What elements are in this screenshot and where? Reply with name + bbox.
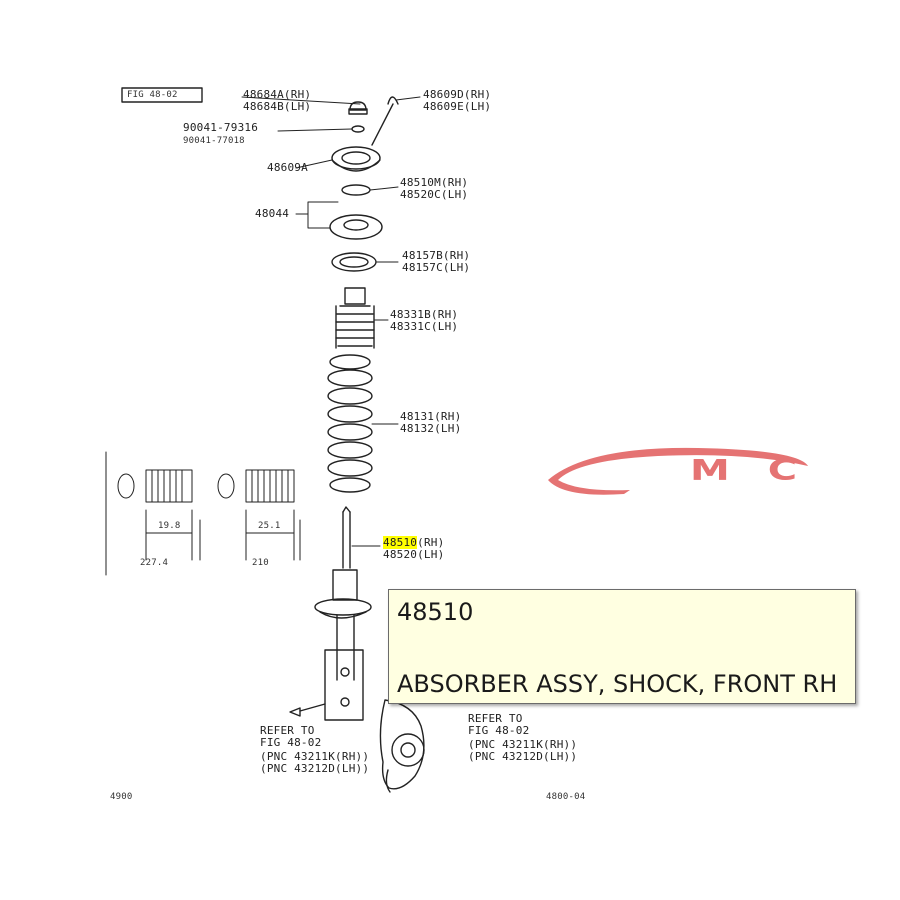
callout-48510-suffix: (RH) [417, 536, 445, 549]
bolt [289, 707, 301, 717]
small-washer [351, 125, 365, 133]
refer-left-3[interactable]: (PNC 43211K(RH)) [260, 750, 370, 763]
spring-insulator [331, 252, 377, 272]
callout-90041-b[interactable]: 90041-77018 [183, 136, 245, 146]
coil-spring [327, 354, 373, 493]
callout-48132[interactable]: 48132(LH) [400, 422, 462, 435]
refer-right-4[interactable]: (PNC 43212D(LH)) [468, 750, 578, 763]
upper-spring-seat [329, 214, 383, 240]
bump-stopper-inset [105, 451, 301, 576]
refer-right-2[interactable]: FIG 48-02 [468, 724, 530, 737]
callout-48684b[interactable]: 48684B(LH) [243, 100, 312, 113]
callout-48157c[interactable]: 48157C(LH) [402, 261, 471, 274]
inset-left-dim-a: 19.8 [158, 521, 181, 531]
callout-48510[interactable]: 48510(RH) [383, 536, 445, 549]
callout-48510-highlight: 48510 [383, 536, 418, 549]
shock-body [314, 569, 372, 721]
callout-48609a[interactable]: 48609A [267, 161, 308, 174]
refer-left-4[interactable]: (PNC 43212D(LH)) [260, 762, 370, 775]
inset-left-dim-b: 227.4 [140, 558, 169, 568]
callout-48684a[interactable]: 48684A(RH) [243, 88, 312, 101]
header-box [121, 87, 203, 103]
refer-left-1[interactable]: REFER TO [260, 724, 315, 737]
strut-mount [331, 146, 381, 172]
callout-48157b[interactable]: 48157B(RH) [402, 249, 471, 262]
part-tooltip: 48510 ABSORBER ASSY, SHOCK, FRONT RH [388, 589, 856, 704]
dust-boot [335, 287, 375, 349]
callout-48609d[interactable]: 48609D(RH) [423, 88, 492, 101]
watermark-logo [548, 447, 808, 495]
inset-right-dim-a: 25.1 [258, 521, 281, 531]
refer-right-1[interactable]: REFER TO [468, 712, 523, 725]
callout-48331c[interactable]: 48331C(LH) [390, 320, 459, 333]
cap-nut [348, 101, 368, 115]
tooltip-description: ABSORBER ASSY, SHOCK, FRONT RH [397, 670, 838, 698]
header-box-label: FIG 48-02 [127, 90, 178, 100]
tooltip-part-number: 48510 [397, 598, 474, 626]
bearing [341, 184, 371, 196]
inset-right-dim-b: 210 [252, 558, 269, 568]
callout-48510m[interactable]: 48510M(RH) [400, 176, 469, 189]
refer-left-2[interactable]: FIG 48-02 [260, 736, 322, 749]
steering-knuckle [379, 699, 425, 793]
corner-label-right: 4800-04 [546, 792, 586, 802]
top-clip [387, 96, 399, 105]
callout-90041-a[interactable]: 90041-79316 [183, 121, 259, 134]
callout-48520c[interactable]: 48520C(LH) [400, 188, 469, 201]
callout-48131[interactable]: 48131(RH) [400, 410, 462, 423]
callout-48044[interactable]: 48044 [255, 207, 290, 220]
watermark-text: MC [690, 453, 836, 487]
callout-48331b[interactable]: 48331B(RH) [390, 308, 459, 321]
callout-48520[interactable]: 48520(LH) [383, 548, 445, 561]
corner-label-left: 4900 [110, 792, 133, 802]
piston-rod [342, 506, 351, 569]
refer-right-3[interactable]: (PNC 43211K(RH)) [468, 738, 578, 751]
callout-48609e[interactable]: 48609E(LH) [423, 100, 492, 113]
